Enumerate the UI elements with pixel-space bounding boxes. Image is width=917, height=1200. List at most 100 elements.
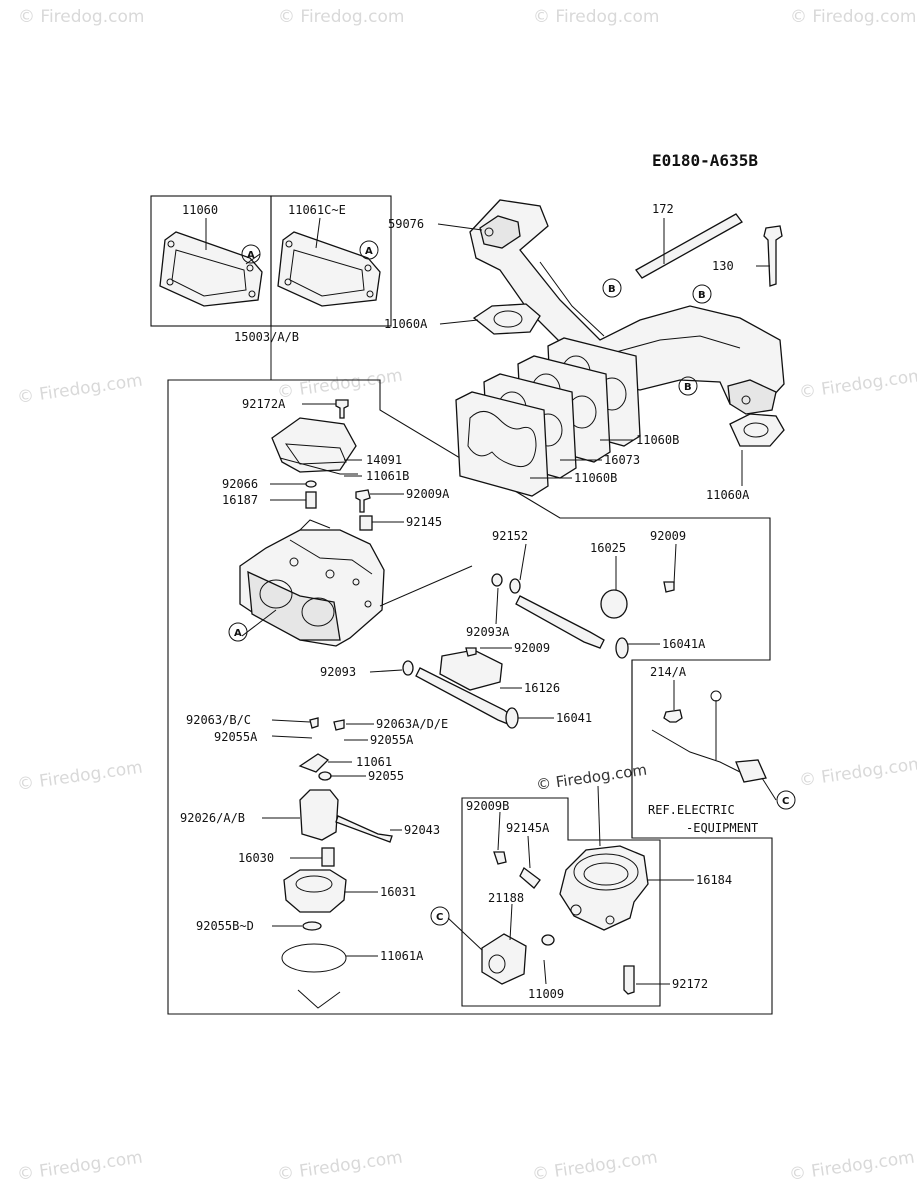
- part-label: 16187: [222, 493, 258, 507]
- watermark: © Firedog.com: [276, 1148, 404, 1185]
- ref-note-line1: REF.ELECTRIC: [648, 803, 735, 817]
- gasket-11060-shape: [159, 231, 263, 307]
- sub-assembly-box: [461, 797, 661, 1007]
- carburetor-assembly-box: [167, 379, 773, 1015]
- spacer-plates: [455, 337, 641, 497]
- shaft-16041a: [515, 595, 605, 649]
- svg-text:B: B: [608, 284, 616, 295]
- connector-plug: [735, 759, 767, 783]
- part-label: 92055: [368, 769, 404, 783]
- part-label: 15003/A/B: [234, 330, 299, 344]
- gasket-11060a-right: [729, 413, 785, 447]
- svg-text:A: A: [234, 628, 242, 639]
- callout-a-3: A: [228, 622, 248, 642]
- part-label: 92066: [222, 477, 258, 491]
- part-label: 92055A: [214, 730, 258, 744]
- part-label: 92172: [672, 977, 708, 991]
- callout-b-1: B: [602, 278, 622, 298]
- watermark: © Firedog.com: [788, 1148, 916, 1185]
- spring-92145a: [519, 867, 541, 889]
- part-label: 16041: [556, 711, 592, 725]
- carburetor-body: [239, 519, 385, 647]
- part-label: 16025: [590, 541, 626, 555]
- part-label: 11061A: [380, 949, 424, 963]
- part-label: 16030: [238, 851, 274, 865]
- callout-b-3: B: [678, 376, 698, 396]
- watermark: © Firedog.com: [16, 758, 144, 795]
- bolt-130: [763, 225, 783, 287]
- svg-text:B: B: [698, 290, 706, 301]
- part-label: 92063A/D/E: [376, 717, 448, 731]
- plate-16025: [600, 589, 628, 619]
- part-label: 21188: [488, 891, 524, 905]
- watermark: © Firedog.com: [16, 371, 144, 408]
- intake-manifold: [469, 199, 785, 415]
- leader-lines: [205, 217, 770, 985]
- seal-92093a: [491, 573, 503, 587]
- part-label: 92093: [320, 665, 356, 679]
- part-label: 92172A: [242, 397, 286, 411]
- part-label: 16073: [604, 453, 640, 467]
- part-label: 16041A: [662, 637, 706, 651]
- svg-text:C: C: [436, 912, 443, 923]
- watermark: © Firedog.com: [16, 1148, 144, 1185]
- watermark-layer: © Firedog.com © Firedog.com © Firedog.co…: [16, 7, 917, 1185]
- diagram-code: E0180-A635B: [652, 151, 758, 170]
- part-label: 11061C~E: [288, 203, 346, 217]
- seal-92093: [402, 660, 414, 676]
- part-label: 11060A: [384, 317, 428, 331]
- gasket-11060a-top: [472, 303, 541, 335]
- callout-c-2: C: [430, 906, 450, 926]
- callout-a-2: A: [359, 240, 379, 260]
- part-label: 92009: [514, 641, 550, 655]
- svg-text:C: C: [782, 796, 789, 807]
- part-label: 14091: [366, 453, 402, 467]
- oring-92055b: [302, 921, 322, 931]
- watermark: © Firedog.com: [790, 7, 916, 27]
- part-label: 92055B~D: [196, 919, 254, 933]
- part-label: 92009B: [466, 799, 509, 813]
- screw-92009b: [493, 851, 507, 865]
- wire-214a-connector: [663, 709, 683, 723]
- part-labels: 11060 11061C~E 15003/A/B 172 59076 130 1…: [180, 202, 758, 1001]
- part-label: 11009: [528, 987, 564, 1001]
- watermark: © Firedog.com: [798, 754, 917, 791]
- float-pin-11061: [298, 753, 330, 773]
- part-label: 92026/A/B: [180, 811, 245, 825]
- screw-92009-1: [663, 581, 675, 593]
- screw-92172: [623, 965, 635, 995]
- part-label: 59076: [388, 217, 424, 231]
- watermark: © Firedog.com: [278, 7, 404, 27]
- watermark: © Firedog.com: [535, 761, 648, 794]
- screw-92009a: [355, 489, 371, 513]
- watermark: © Firedog.com: [18, 7, 144, 27]
- part-label: 92009: [650, 529, 686, 543]
- base-16184: [559, 845, 649, 931]
- gasket-inset-boxes: [150, 195, 392, 380]
- screw-92009-2: [465, 647, 477, 657]
- watermark: © Firedog.com: [533, 7, 659, 27]
- svg-text:B: B: [684, 382, 692, 393]
- part-label: 92145A: [506, 821, 550, 835]
- part-label: 92055A: [370, 733, 414, 747]
- part-label: 92093A: [466, 625, 510, 639]
- part-label: 11060A: [706, 488, 750, 502]
- jet-92063a: [333, 719, 345, 731]
- ref-note-line2: -EQUIPMENT: [686, 821, 758, 835]
- part-label: 92145: [406, 515, 442, 529]
- part-label: 214/A: [650, 665, 687, 679]
- part-label: 11060B: [574, 471, 617, 485]
- part-label: 16031: [380, 885, 416, 899]
- part-label: 92043: [404, 823, 440, 837]
- lever-16041: [505, 707, 519, 729]
- gasket-11061c-shape: [277, 231, 381, 307]
- screw-92172a: [335, 399, 349, 419]
- stud-172: [635, 213, 743, 279]
- part-label: 172: [652, 202, 674, 216]
- jet-92063: [309, 717, 319, 729]
- part-label: 16126: [524, 681, 560, 695]
- part-label: 130: [712, 259, 734, 273]
- part-label: 92063/B/C: [186, 713, 251, 727]
- part-label: 11061B: [366, 469, 409, 483]
